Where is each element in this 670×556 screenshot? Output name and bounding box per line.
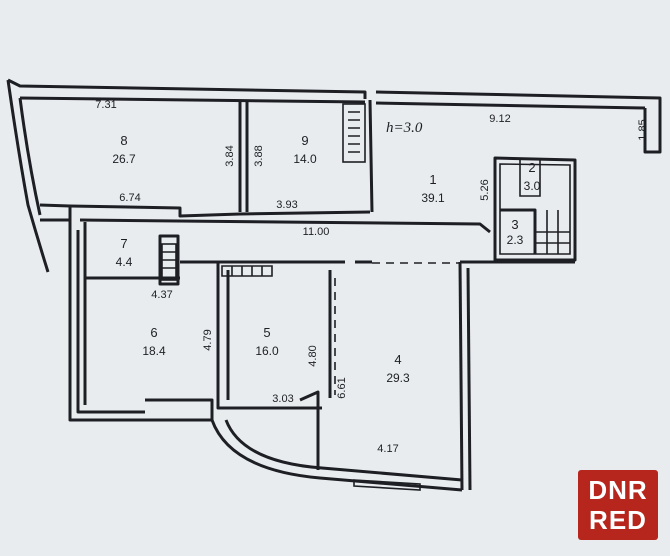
room-2-number: 2 bbox=[528, 160, 535, 175]
room-1-number: 1 bbox=[429, 172, 436, 187]
dim-6-61: 6.61 bbox=[336, 377, 348, 398]
dim-1-85: 1.85 bbox=[637, 119, 649, 140]
room-7-number: 7 bbox=[120, 236, 127, 251]
openings bbox=[334, 262, 460, 395]
dim-9-12: 9.12 bbox=[489, 113, 510, 125]
logo-line-2: RED bbox=[589, 505, 647, 535]
wardrobe bbox=[342, 103, 366, 163]
dim-3-93: 3.93 bbox=[276, 199, 297, 211]
dim-4-80: 4.80 bbox=[307, 345, 319, 366]
vent-block bbox=[161, 243, 263, 281]
room-8-number: 8 bbox=[120, 133, 127, 148]
room-9-number: 9 bbox=[301, 133, 308, 148]
dimension-labels: 7.31 9.12 1.85 3.84 3.88 6.74 3.93 11.00… bbox=[95, 99, 649, 455]
room-3-area: 2.3 bbox=[507, 233, 524, 247]
dim-3-84: 3.84 bbox=[224, 145, 236, 166]
room-4-number: 4 bbox=[394, 352, 401, 367]
room-5-number: 5 bbox=[263, 325, 270, 340]
room-6-area: 18.4 bbox=[142, 344, 166, 358]
walls bbox=[6, 78, 662, 492]
dnr-red-logo: DNR RED bbox=[578, 470, 658, 540]
room-1-area: 39.1 bbox=[421, 191, 445, 205]
dim-5-26: 5.26 bbox=[479, 179, 491, 200]
ceiling-height-note: h=3.0 bbox=[386, 120, 423, 136]
room-5-area: 16.0 bbox=[255, 344, 279, 358]
dim-4-79: 4.79 bbox=[202, 329, 214, 350]
dim-4-37: 4.37 bbox=[151, 289, 172, 301]
logo-line-1: DNR bbox=[588, 475, 648, 505]
dim-11-00: 11.00 bbox=[303, 226, 330, 238]
room-2-area: 3.0 bbox=[524, 179, 541, 193]
room-6-number: 6 bbox=[150, 325, 157, 340]
dim-6-74: 6.74 bbox=[119, 192, 140, 204]
tile-grid bbox=[535, 210, 570, 254]
room-9-area: 14.0 bbox=[293, 152, 317, 166]
dim-3-03: 3.03 bbox=[272, 393, 293, 405]
room-3-number: 3 bbox=[511, 217, 518, 232]
dim-4-17: 4.17 bbox=[377, 443, 398, 455]
dim-3-88: 3.88 bbox=[253, 145, 265, 166]
room-4-area: 29.3 bbox=[386, 371, 410, 385]
room-7-area: 4.4 bbox=[116, 255, 133, 269]
room-labels: 8 26.7 9 14.0 1 39.1 2 3.0 3 2.3 7 4.4 6… bbox=[112, 133, 540, 385]
dim-7-31: 7.31 bbox=[95, 99, 116, 111]
room-8-area: 26.7 bbox=[112, 152, 136, 166]
